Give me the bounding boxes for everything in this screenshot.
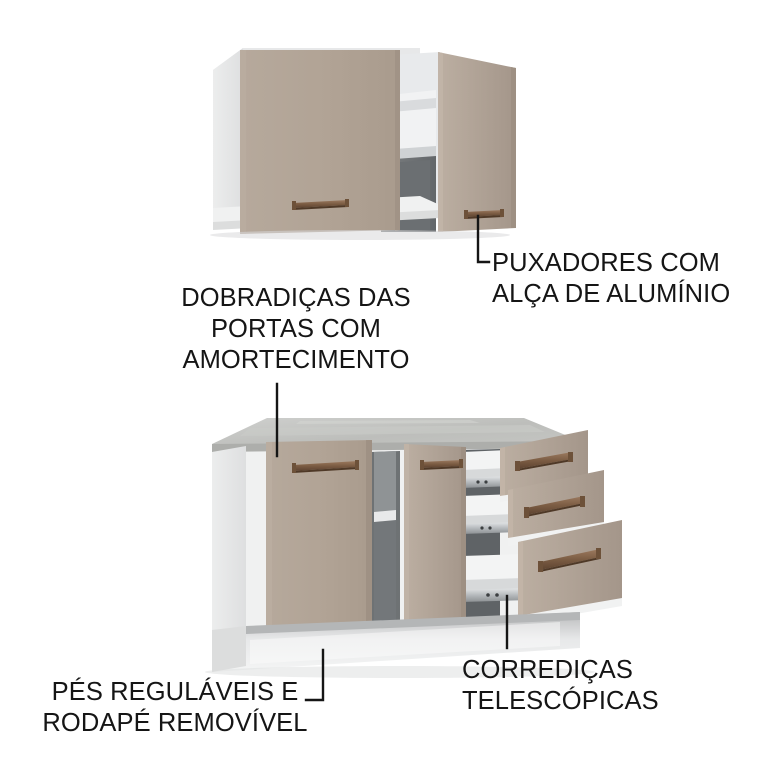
callout-dobradicas: DOBRADIÇAS DAS PORTAS COM AMORTECIMENTO [181,284,411,374]
callout-puxadores: PUXADORES COM ALÇA DE ALUMÍNIO [492,249,731,308]
lower-right-door [404,444,466,636]
lower-right-door-handle [420,459,463,470]
leader-puxadores [476,214,491,264]
lower-left-door [266,440,372,652]
lower-cabinet [205,418,622,678]
lower-left-door-handle [292,460,359,473]
lower-cabinet-plinth [212,612,580,672]
callout-corredicas: CORREDIÇAS TELESCÓPICAS [462,656,659,715]
drawer-bottom-handle [538,548,601,572]
drawer-middle-handle [524,496,585,518]
drawer-front-bottom [518,520,622,624]
leader-lines [275,214,509,702]
leader-pes [304,648,325,702]
upper-left-door-handle [292,199,349,210]
upper-right-door-handle [464,209,504,219]
drawer-top-handle [515,452,573,471]
callout-pes-regulaveis: PÉS REGULÁVEIS E RODAPÉ REMOVÍVEL [42,678,308,737]
upper-cabinet [210,48,516,240]
